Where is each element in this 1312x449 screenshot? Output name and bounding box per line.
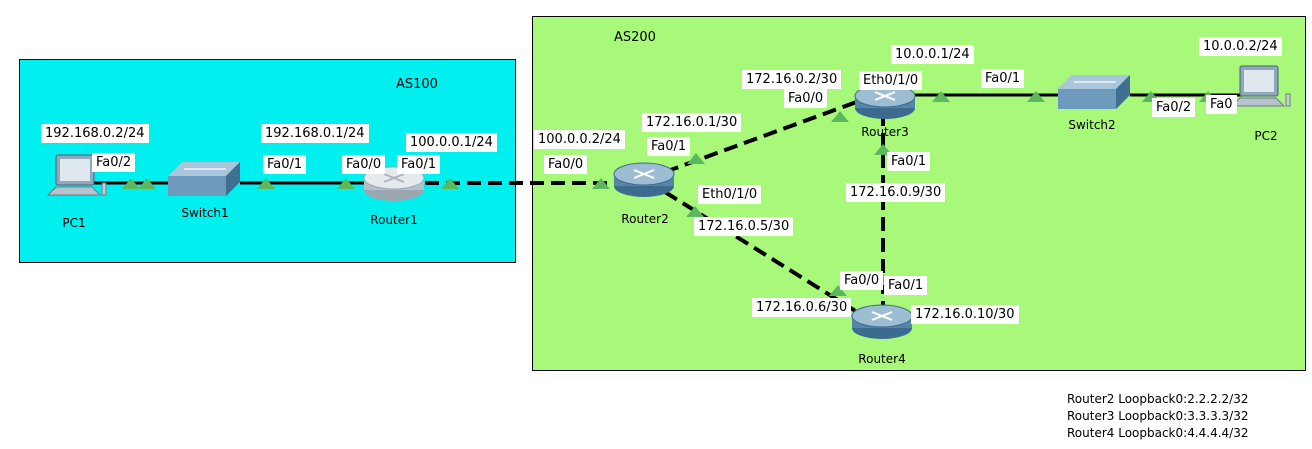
port-marker [592, 178, 610, 189]
pc2-name: PC2 [1254, 129, 1278, 143]
router4-r2-ip-label: 172.16.0.6/30 [752, 298, 852, 317]
port-marker [441, 178, 459, 189]
router3-lan-ip-label: 10.0.0.1/24 [891, 45, 974, 64]
router2-r4-ip-label: 172.16.0.5/30 [694, 217, 794, 236]
pc1-ip-label: 192.168.0.2/24 [41, 124, 149, 143]
router2-wan-ip-label: 100.0.0.2/24 [534, 130, 625, 149]
router3-r2-ip-label: 172.16.0.2/30 [742, 70, 842, 89]
router4-fa00-label: Fa0/0 [840, 271, 884, 290]
router2-icon[interactable] [613, 162, 675, 197]
router2-fa00-label: Fa0/0 [544, 155, 588, 174]
router4-icon[interactable] [851, 304, 913, 339]
switch1-port-label: Fa0/1 [263, 155, 307, 174]
router3-eth010-label: Eth0/1/0 [859, 71, 923, 90]
loopback-line: Router4 Loopback0:4.4.4.4/32 [1067, 426, 1249, 440]
switch2-fa01-label: Fa0/1 [981, 69, 1025, 88]
as100-label: AS100 [396, 77, 438, 92]
port-marker [138, 178, 156, 189]
router3-name: Router3 [861, 125, 909, 139]
router2-eth010-label: Eth0/1/0 [698, 185, 762, 204]
switch1-name: Switch1 [181, 206, 229, 220]
loopback-line: Router3 Loopback0:3.3.3.3/32 [1067, 409, 1249, 423]
router1-fa01-label: Fa0/1 [397, 155, 441, 174]
router1-name: Router1 [370, 213, 418, 227]
switch2-icon[interactable] [1058, 75, 1130, 109]
pc1-port-label: Fa0/2 [92, 153, 136, 172]
port-marker [337, 178, 355, 189]
router1-lan-ip-label: 192.168.0.1/24 [261, 124, 369, 143]
port-marker [686, 206, 704, 217]
router4-r3-ip-label: 172.16.0.10/30 [911, 305, 1019, 324]
router4-fa01-label: Fa0/1 [884, 276, 928, 295]
router3-fa00-label: Fa0/0 [784, 89, 828, 108]
loopback-line: Router2 Loopback0:2.2.2.2/32 [1067, 392, 1249, 406]
pc2-ip-label: 10.0.0.2/24 [1199, 37, 1282, 56]
router3-r4-ip-label: 172.16.0.9/30 [846, 183, 946, 202]
pc2-icon[interactable] [1230, 65, 1291, 107]
port-marker [932, 91, 950, 102]
switch2-fa02-label: Fa0/2 [1152, 98, 1196, 117]
pc1-icon[interactable] [46, 154, 107, 196]
port-marker [831, 111, 849, 122]
router2-r3-ip-label: 172.16.0.1/30 [642, 113, 742, 132]
router2-fa01-label: Fa0/1 [647, 137, 691, 156]
port-marker [1027, 91, 1045, 102]
link-router2-router4 [663, 190, 867, 319]
loopback-note: Router2 Loopback0:2.2.2.2/32 Router3 Loo… [1062, 388, 1284, 445]
router1-wan-ip-label: 100.0.0.1/24 [406, 133, 497, 152]
switch2-name: Switch2 [1068, 118, 1116, 132]
as200-label: AS200 [614, 30, 656, 45]
port-marker [829, 285, 847, 296]
router3-icon[interactable] [854, 84, 916, 119]
router3-fa01-label: Fa0/1 [887, 152, 931, 171]
switch1-icon[interactable] [168, 162, 240, 196]
port-marker [257, 178, 275, 189]
port-marker [122, 178, 140, 189]
router1-fa00-label: Fa0/0 [342, 155, 386, 174]
pc2-port-label: Fa0 [1206, 95, 1237, 114]
port-marker [687, 153, 705, 164]
router4-name: Router4 [858, 352, 906, 366]
pc1-name: PC1 [62, 216, 86, 230]
router2-name: Router2 [621, 212, 669, 226]
